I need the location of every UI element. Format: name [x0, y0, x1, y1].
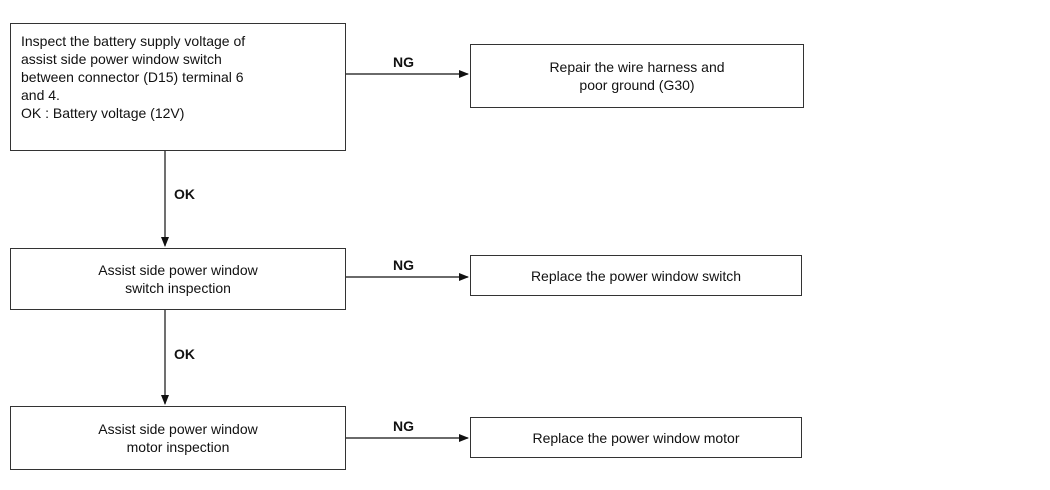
ng-action-3-line-1: Replace the power window motor — [532, 429, 740, 446]
step-2-line-1: Assist side power window — [98, 262, 258, 278]
step-3-box: Assist side power window motor inspectio… — [10, 406, 346, 470]
ng-action-2-box: Replace the power window switch — [470, 255, 802, 296]
ng-label-2: NG — [393, 257, 414, 273]
ok-label-1: OK — [174, 186, 195, 202]
ng-action-1-box: Repair the wire harness and poor ground … — [470, 44, 804, 108]
ng-action-3-box: Replace the power window motor — [470, 417, 802, 458]
ng-label-1: NG — [393, 54, 414, 70]
ng-action-2-line-1: Replace the power window switch — [530, 267, 742, 284]
ng-action-1-line-2: poor ground (G30) — [579, 77, 695, 93]
step-1-line-3: between connector (D15) terminal 6 — [21, 69, 244, 85]
step-1-box: Inspect the battery supply voltage of as… — [10, 23, 346, 151]
step-1-line-5: OK : Battery voltage (12V) — [21, 105, 185, 121]
step-1-line-4: and 4. — [21, 87, 60, 103]
ng-action-1-line-1: Repair the wire harness and — [549, 59, 725, 75]
ok-label-2: OK — [174, 346, 195, 362]
step-1-line-1: Inspect the battery supply voltage of — [21, 33, 246, 49]
ng-label-3: NG — [393, 418, 414, 434]
step-3-line-1: Assist side power window — [98, 421, 258, 437]
step-1-line-2: assist side power window switch — [21, 51, 222, 67]
step-2-line-2: switch inspection — [125, 280, 231, 296]
step-2-box: Assist side power window switch inspecti… — [10, 248, 346, 310]
step-3-line-2: motor inspection — [126, 439, 230, 455]
